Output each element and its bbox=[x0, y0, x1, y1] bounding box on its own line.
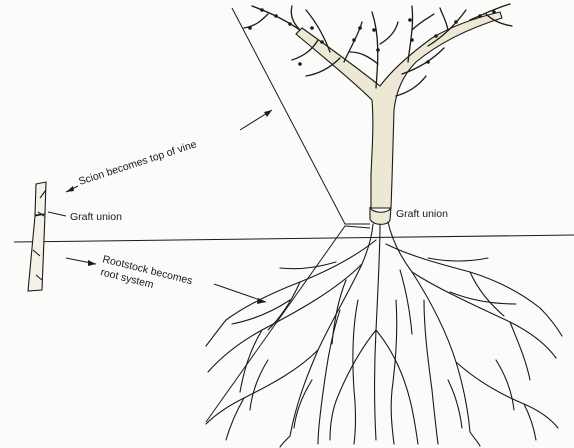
ground-line bbox=[14, 235, 574, 242]
buds bbox=[248, 8, 496, 66]
scion-label: Scion becomes top of vine bbox=[77, 138, 198, 188]
grafted-cutting-icon bbox=[28, 182, 46, 291]
graft-union-left-label: Graft union bbox=[70, 211, 122, 223]
root-system bbox=[206, 222, 562, 447]
graft-union-right-label: Graft union bbox=[396, 208, 448, 220]
